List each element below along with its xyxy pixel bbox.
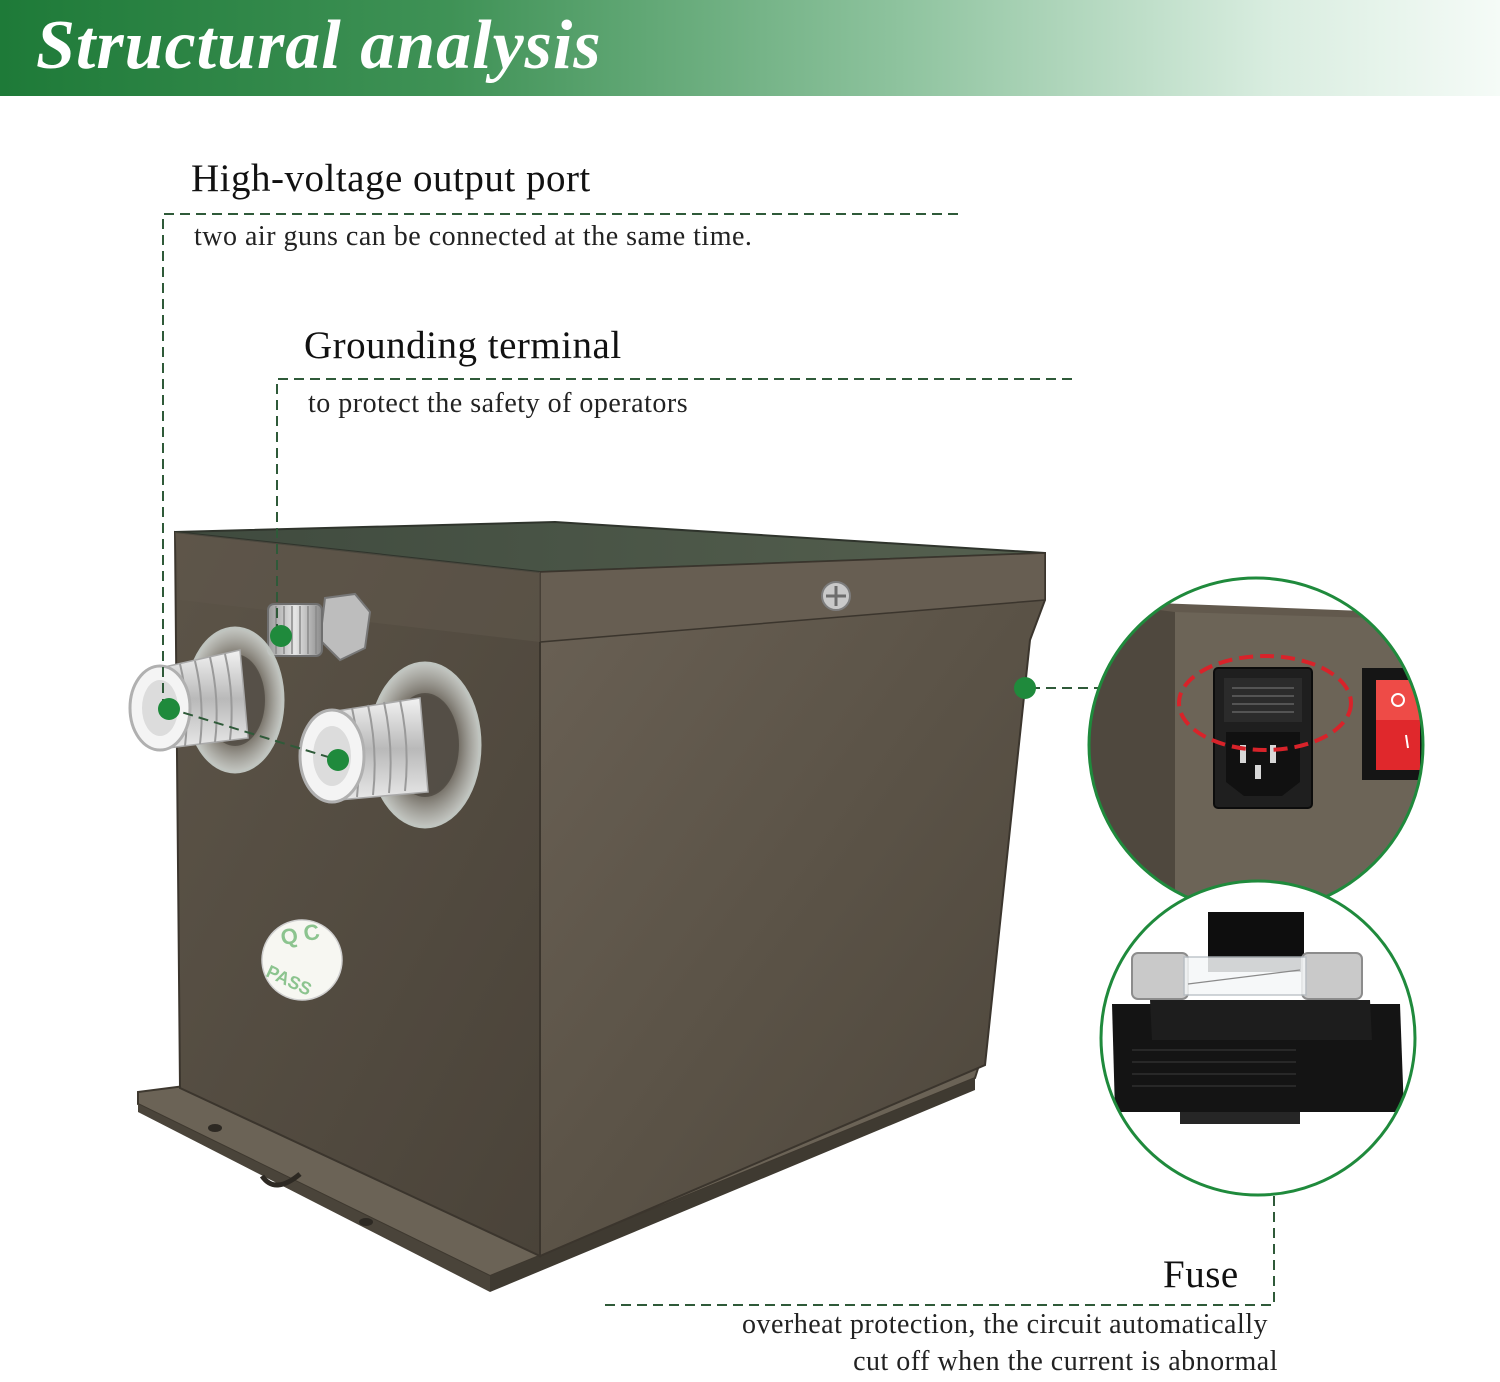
output-port-dot-2: [327, 749, 349, 771]
output-port-title: High-voltage output port: [191, 157, 591, 200]
fuse-desc-line-2: cut off when the current is abnormal: [853, 1346, 1278, 1377]
fuse-socket-dot: [1014, 677, 1036, 699]
header-banner: Structural analysis: [0, 0, 1500, 96]
grounding-desc: to protect the safety of operators: [308, 388, 689, 419]
output-port-left: [128, 626, 285, 774]
page-title: Structural analysis: [36, 7, 602, 84]
qc-pass-sticker: Q C PASS: [261, 919, 343, 1001]
leader-lines: [162, 213, 1275, 1306]
inlet-zoom-view: [1087, 576, 1425, 914]
marker-dots: [158, 625, 1036, 771]
fuse-zoom-view: [1099, 879, 1417, 1197]
fuse-desc-line-1: overheat protection, the circuit automat…: [741, 1309, 1268, 1340]
output-port-desc: two air guns can be connected at the sam…: [194, 221, 753, 252]
grounding-title: Grounding terminal: [304, 324, 622, 367]
grounding-dot: [270, 625, 292, 647]
fuse-title: Fuse: [1163, 1253, 1239, 1296]
output-port-dot-1: [158, 698, 180, 720]
